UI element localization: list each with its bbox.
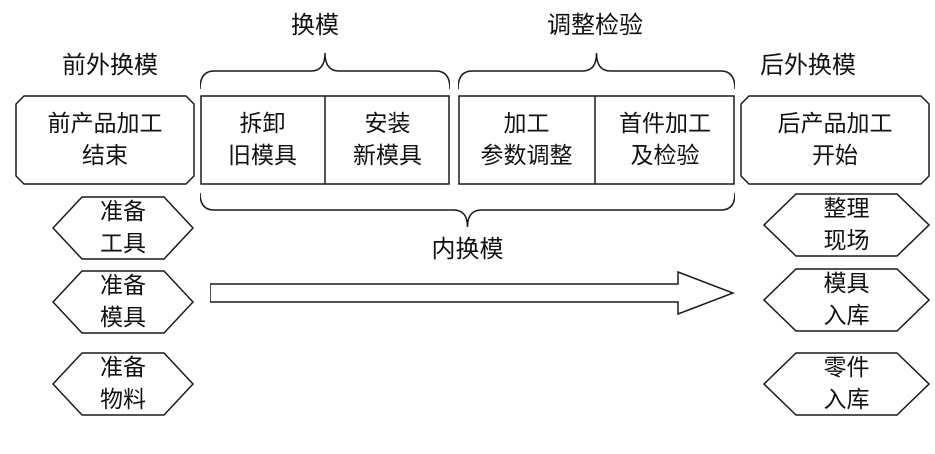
outer-rect xyxy=(458,95,735,185)
cell-remove-old: 拆卸 旧模具 xyxy=(200,95,325,185)
chamfer-rect xyxy=(15,95,195,185)
hex-line2: 模具 xyxy=(100,305,146,330)
hexagon xyxy=(52,270,194,334)
cell-install-new: 安装 新模具 xyxy=(325,95,450,185)
hexagon xyxy=(52,196,194,260)
hex-line2: 物料 xyxy=(100,387,146,412)
brace-internal xyxy=(200,192,735,228)
brace-path xyxy=(458,52,735,90)
cell-param-adjust-line1: 加工 xyxy=(503,110,550,136)
label-die-change: 换模 xyxy=(291,13,339,40)
hex-tidy-site: 整理 现场 xyxy=(763,193,930,257)
hex-line2: 入库 xyxy=(823,303,870,328)
timeline-arrow xyxy=(210,270,735,316)
cell-param-adjust-line2: 参数调整 xyxy=(480,143,573,168)
cell-param-adjust: 加工 参数调整 xyxy=(458,95,595,185)
box-die-change-shape xyxy=(200,95,450,185)
hex-prepare-material: 准备 物料 xyxy=(52,352,194,416)
cell-install-new-line1: 安装 xyxy=(364,110,411,136)
hex-prepare-die-shape xyxy=(52,270,194,334)
box-pre-product-line1: 前产品加工 xyxy=(47,110,163,136)
hex-part-storage-shape xyxy=(763,352,930,416)
brace-path xyxy=(200,52,450,90)
cell-first-piece-line2: 及检验 xyxy=(630,143,700,168)
box-post-product-line1: 后产品加工 xyxy=(777,110,893,136)
brace-adjust-inspect xyxy=(458,52,735,90)
box-post-product-line2: 开始 xyxy=(812,143,858,168)
hexagon xyxy=(763,268,930,332)
hex-line2: 入库 xyxy=(823,387,870,412)
hex-prepare-tools-shape xyxy=(52,196,194,260)
hex-line2: 工具 xyxy=(100,231,146,256)
hex-prepare-tools: 准备 工具 xyxy=(52,196,194,260)
arrow-shape xyxy=(210,270,735,316)
hex-part-storage: 零件 入库 xyxy=(763,352,930,416)
hex-line1: 准备 xyxy=(100,198,146,224)
hexagon xyxy=(52,352,194,416)
cell-first-piece: 首件加工 及检验 xyxy=(595,95,735,185)
box-post-product: 后产品加工 开始 xyxy=(740,95,930,185)
hex-line1: 零件 xyxy=(823,354,870,380)
label-internal: 内换模 xyxy=(431,237,504,264)
cell-first-piece-line1: 首件加工 xyxy=(619,110,711,136)
label-post-external: 后外换模 xyxy=(760,53,856,80)
cell-remove-old-line2: 旧模具 xyxy=(228,143,297,168)
box-pre-product-shape xyxy=(15,95,195,185)
hex-line1: 整理 xyxy=(823,195,870,221)
hex-prepare-die: 准备 模具 xyxy=(52,270,194,334)
box-pre-product: 前产品加工 结束 xyxy=(15,95,195,185)
box-post-product-shape xyxy=(740,95,930,185)
cell-remove-old-line1: 拆卸 xyxy=(239,110,286,136)
hex-line1: 模具 xyxy=(823,270,870,296)
hexagon xyxy=(763,352,930,416)
hex-line1: 准备 xyxy=(100,354,146,380)
box-adjust-inspect-shape xyxy=(458,95,735,185)
brace-path xyxy=(200,192,735,228)
hex-prepare-material-shape xyxy=(52,352,194,416)
hexagon xyxy=(763,193,930,257)
brace-die-change xyxy=(200,52,450,90)
box-pre-product-line2: 结束 xyxy=(82,143,128,168)
chamfer-rect xyxy=(740,95,930,185)
hex-die-storage: 模具 入库 xyxy=(763,268,930,332)
label-pre-external: 前外换模 xyxy=(62,53,158,80)
hex-line2: 现场 xyxy=(823,228,870,253)
label-adjust-inspect: 调整检验 xyxy=(547,13,643,40)
hex-die-storage-shape xyxy=(763,268,930,332)
hex-line1: 准备 xyxy=(100,272,146,298)
cell-install-new-line2: 新模具 xyxy=(353,143,422,168)
hex-tidy-site-shape xyxy=(763,193,930,257)
